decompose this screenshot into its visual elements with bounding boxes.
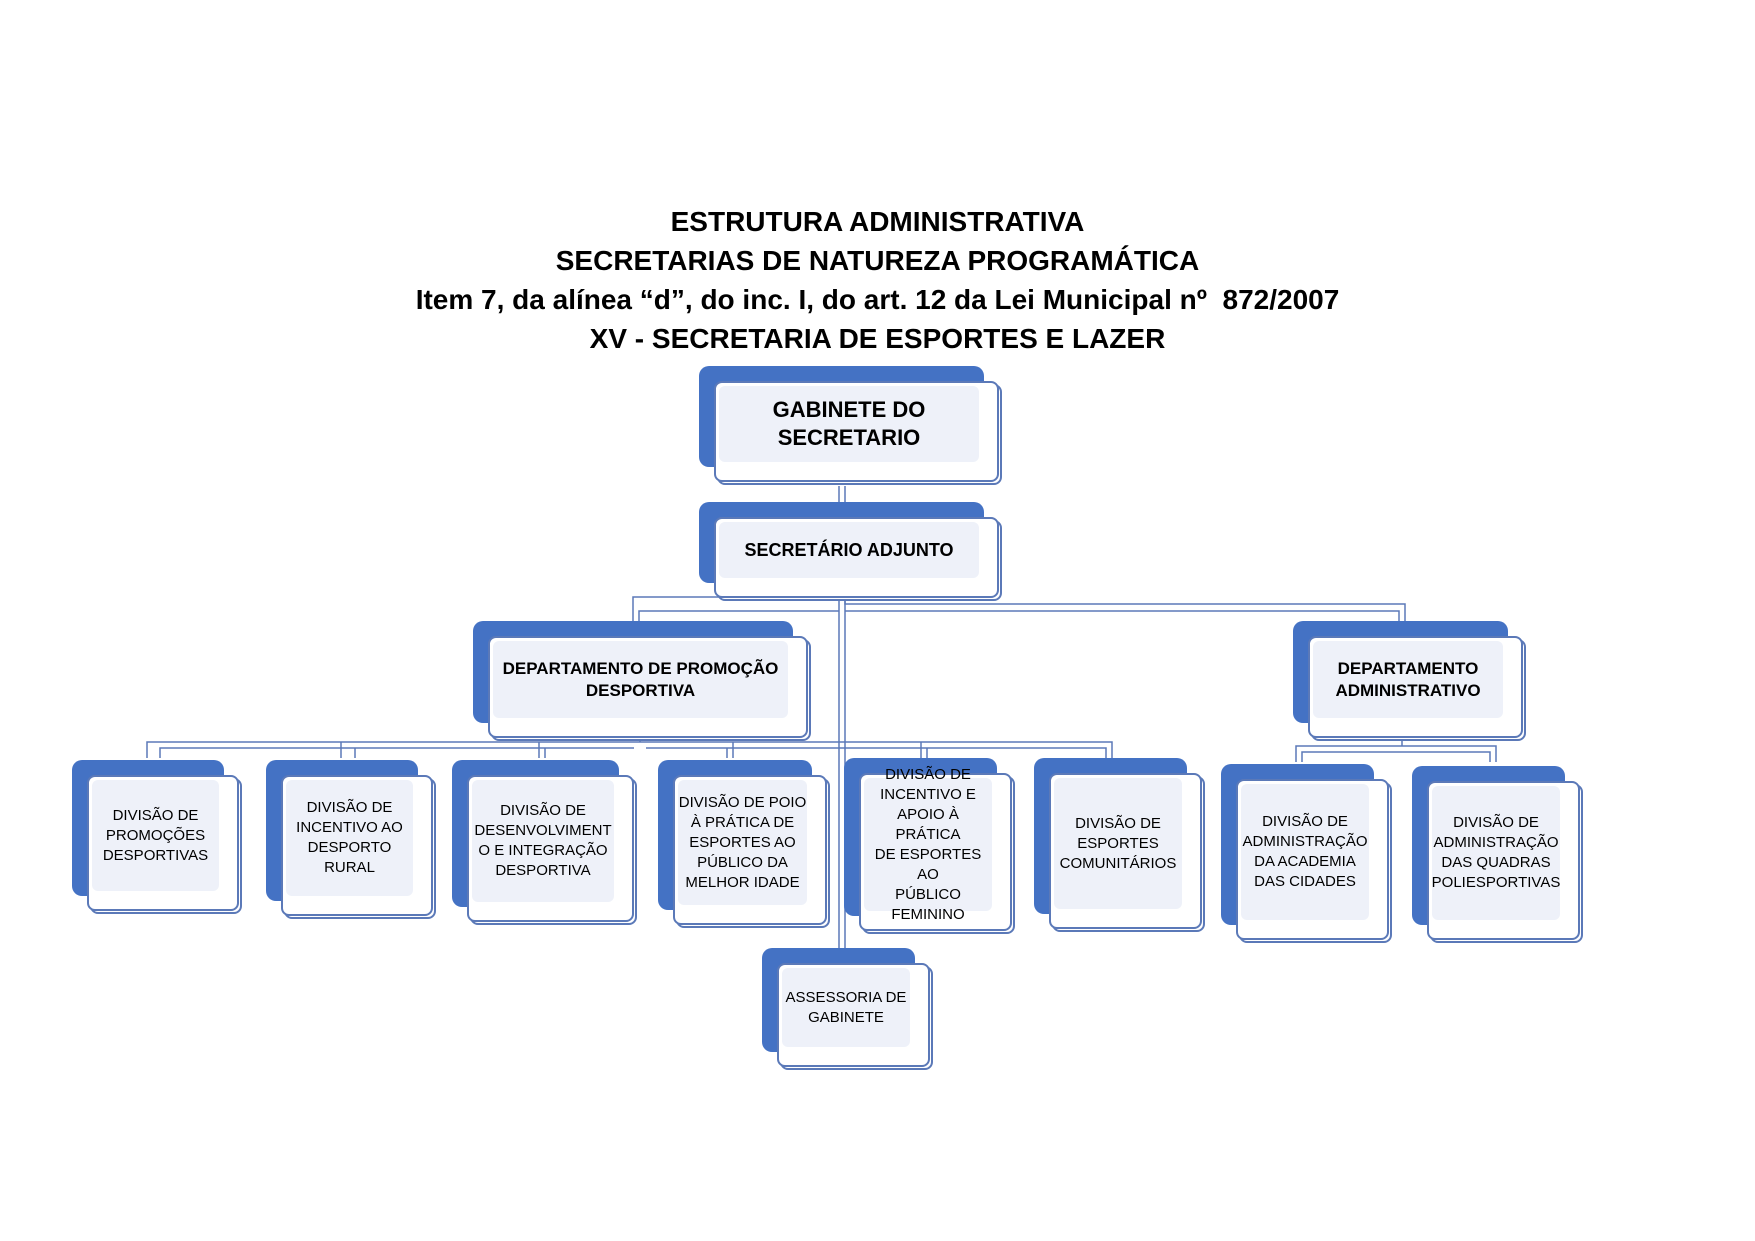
- node-label: ASSESSORIA DE GABINETE: [785, 988, 907, 1026]
- node-label: DIVISÃO DE ESPORTES COMUNITÁRIOS: [1059, 814, 1177, 872]
- node-label: DIVISÃO DE ADMINISTRAÇÃO DA ACADEMIA DAS…: [1242, 813, 1368, 890]
- node-label: DEPARTAMENTO DE PROMOÇÃO DESPORTIVA: [502, 658, 779, 700]
- connector-promocao-divisions: [146, 738, 1113, 758]
- node-departamento-promocao-desportiva: DEPARTAMENTO DE PROMOÇÃO DESPORTIVA: [473, 621, 811, 741]
- node-divisao-promocoes-desportivas: DIVISÃO DE PROMOÇÕES DESPORTIVAS: [72, 760, 242, 914]
- diagram-title: ESTRUTURA ADMINISTRATIVA SECRETARIAS DE …: [0, 202, 1755, 358]
- node-divisao-desenvolvimento-integracao: DIVISÃO DE DESENVOLVIMENT O E INTEGRAÇÃO…: [452, 760, 637, 925]
- node-label: GABINETE DO SECRETARIO: [772, 397, 926, 450]
- node-divisao-esportes-comunitarios: DIVISÃO DE ESPORTES COMUNITÁRIOS: [1034, 758, 1205, 932]
- connector-administrativo-divisions: [1295, 738, 1497, 762]
- node-label: SECRETÁRIO ADJUNTO: [744, 539, 954, 560]
- node-label: DEPARTAMENTO ADMINISTRATIVO: [1335, 658, 1481, 700]
- node-label: DIVISÃO DE INCENTIVO AO DESPORTO RURAL: [296, 799, 403, 876]
- node-divisao-incentivo-publico-feminino: DIVISÃO DE INCENTIVO E APOIO À PRÁTICA D…: [844, 758, 1015, 934]
- node-label: DIVISÃO DE ADMINISTRAÇÃO DAS QUADRAS POL…: [1431, 814, 1561, 891]
- node-assessoria-de-gabinete: ASSESSORIA DE GABINETE: [762, 948, 933, 1070]
- node-divisao-apoio-melhor-idade: DIVISÃO DE POIO À PRÁTICA DE ESPORTES AO…: [658, 760, 830, 928]
- connector-adjunto-departments: [632, 596, 1406, 622]
- node-label: DIVISÃO DE DESENVOLVIMENT O E INTEGRAÇÃO…: [474, 802, 612, 879]
- node-gabinete-do-secretario: GABINETE DO SECRETARIO: [699, 366, 1002, 485]
- node-divisao-quadras-poliesportivas: DIVISÃO DE ADMINISTRAÇÃO DAS QUADRAS POL…: [1412, 766, 1583, 943]
- node-label: DIVISÃO DE INCENTIVO E APOIO À PRÁTICA D…: [874, 765, 982, 923]
- node-secretario-adjunto: SECRETÁRIO ADJUNTO: [699, 502, 1002, 601]
- title-line-3: Item 7, da alínea “d”, do inc. I, do art…: [415, 284, 1340, 315]
- title-line-1: ESTRUTURA ADMINISTRATIVA: [670, 206, 1085, 237]
- title-line-2: SECRETARIAS DE NATUREZA PROGRAMÁTICA: [555, 245, 1200, 276]
- node-divisao-academia-das-cidades: DIVISÃO DE ADMINISTRAÇÃO DA ACADEMIA DAS…: [1221, 764, 1392, 943]
- node-label: DIVISÃO DE PROMOÇÕES DESPORTIVAS: [102, 806, 209, 864]
- title-line-4: XV - SECRETARIA DE ESPORTES E LAZER: [589, 323, 1166, 354]
- node-departamento-administrativo: DEPARTAMENTO ADMINISTRATIVO: [1293, 621, 1526, 741]
- node-label: DIVISÃO DE POIO À PRÁTICA DE ESPORTES AO…: [678, 793, 807, 891]
- node-divisao-incentivo-desporto-rural: DIVISÃO DE INCENTIVO AO DESPORTO RURAL: [266, 760, 436, 919]
